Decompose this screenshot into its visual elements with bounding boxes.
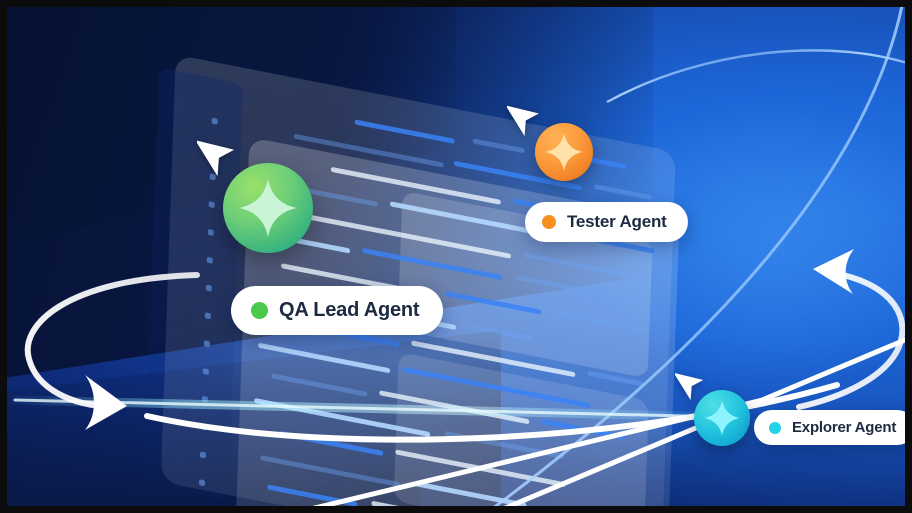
- agent-sphere-tester[interactable]: [535, 123, 593, 181]
- agent-label-text-tester: Tester Agent: [567, 212, 667, 231]
- cursor-arrow-icon-qa-lead: [197, 131, 239, 179]
- status-dot-tester: [542, 215, 556, 229]
- illustration-stage: QA Lead Agent Tester Agent: [7, 7, 905, 506]
- code-window: [138, 15, 737, 506]
- agent-label-qa-lead[interactable]: QA Lead Agent: [231, 286, 444, 335]
- agent-sphere-explorer[interactable]: [694, 390, 750, 446]
- cursor-arrow-icon-explorer: [675, 365, 707, 403]
- agent-label-text-explorer: Explorer Agent: [792, 419, 897, 436]
- status-dot-explorer: [769, 421, 781, 434]
- sparkle-icon: [239, 179, 297, 237]
- agent-label-tester[interactable]: Tester Agent: [525, 202, 688, 242]
- agent-label-text-qa-lead: QA Lead Agent: [279, 299, 420, 321]
- sparkle-icon: [704, 400, 740, 436]
- status-dot-qa-lead: [251, 302, 268, 319]
- agent-sphere-qa-lead[interactable]: [223, 163, 313, 253]
- cursor-arrow-icon-tester: [507, 97, 543, 139]
- agent-label-explorer[interactable]: Explorer Agent: [754, 410, 905, 445]
- sparkle-icon: [545, 133, 583, 171]
